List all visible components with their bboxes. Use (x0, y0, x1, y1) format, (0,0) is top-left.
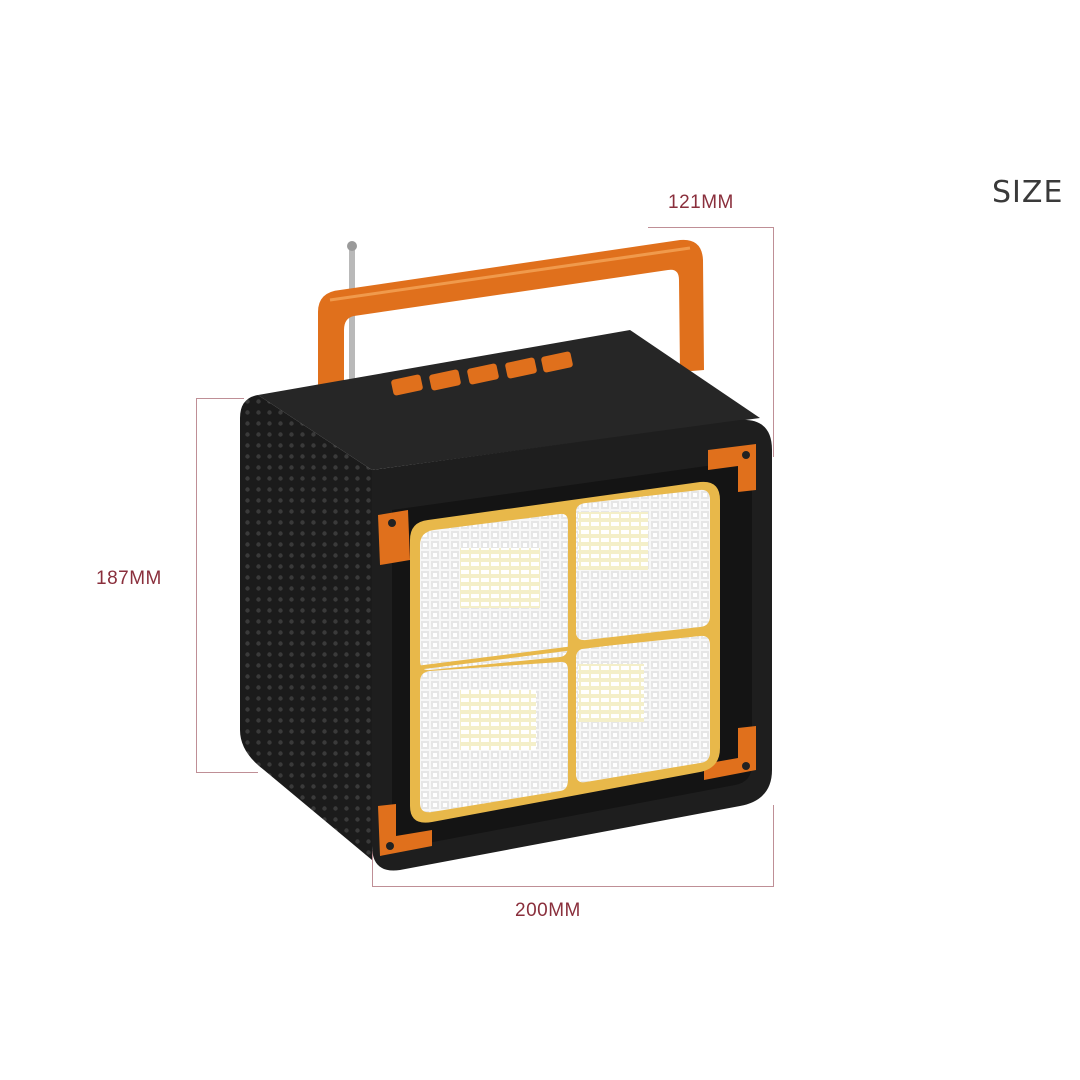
led-panels (410, 481, 720, 823)
antenna (347, 241, 357, 428)
depth-dimension-label: 121MM (668, 192, 734, 213)
depth-dimension-tick (773, 227, 774, 457)
width-dimension-tick-left (372, 850, 373, 887)
width-dimension-tick-right (773, 805, 774, 887)
width-dimension-line (372, 886, 774, 887)
control-buttons (391, 351, 573, 396)
height-dimension-label: 187MM (96, 568, 162, 589)
depth-dimension-line (648, 227, 774, 228)
height-dimension-tick-top (196, 398, 244, 399)
height-dimension-tick-bottom (196, 772, 258, 773)
width-dimension-label: 200MM (515, 900, 581, 921)
carry-handle (318, 239, 704, 408)
speaker-grille (240, 395, 372, 860)
size-heading: SIZE (992, 175, 1064, 210)
height-dimension-line (196, 398, 197, 773)
top-face (258, 330, 760, 470)
corner-brackets (378, 444, 756, 856)
